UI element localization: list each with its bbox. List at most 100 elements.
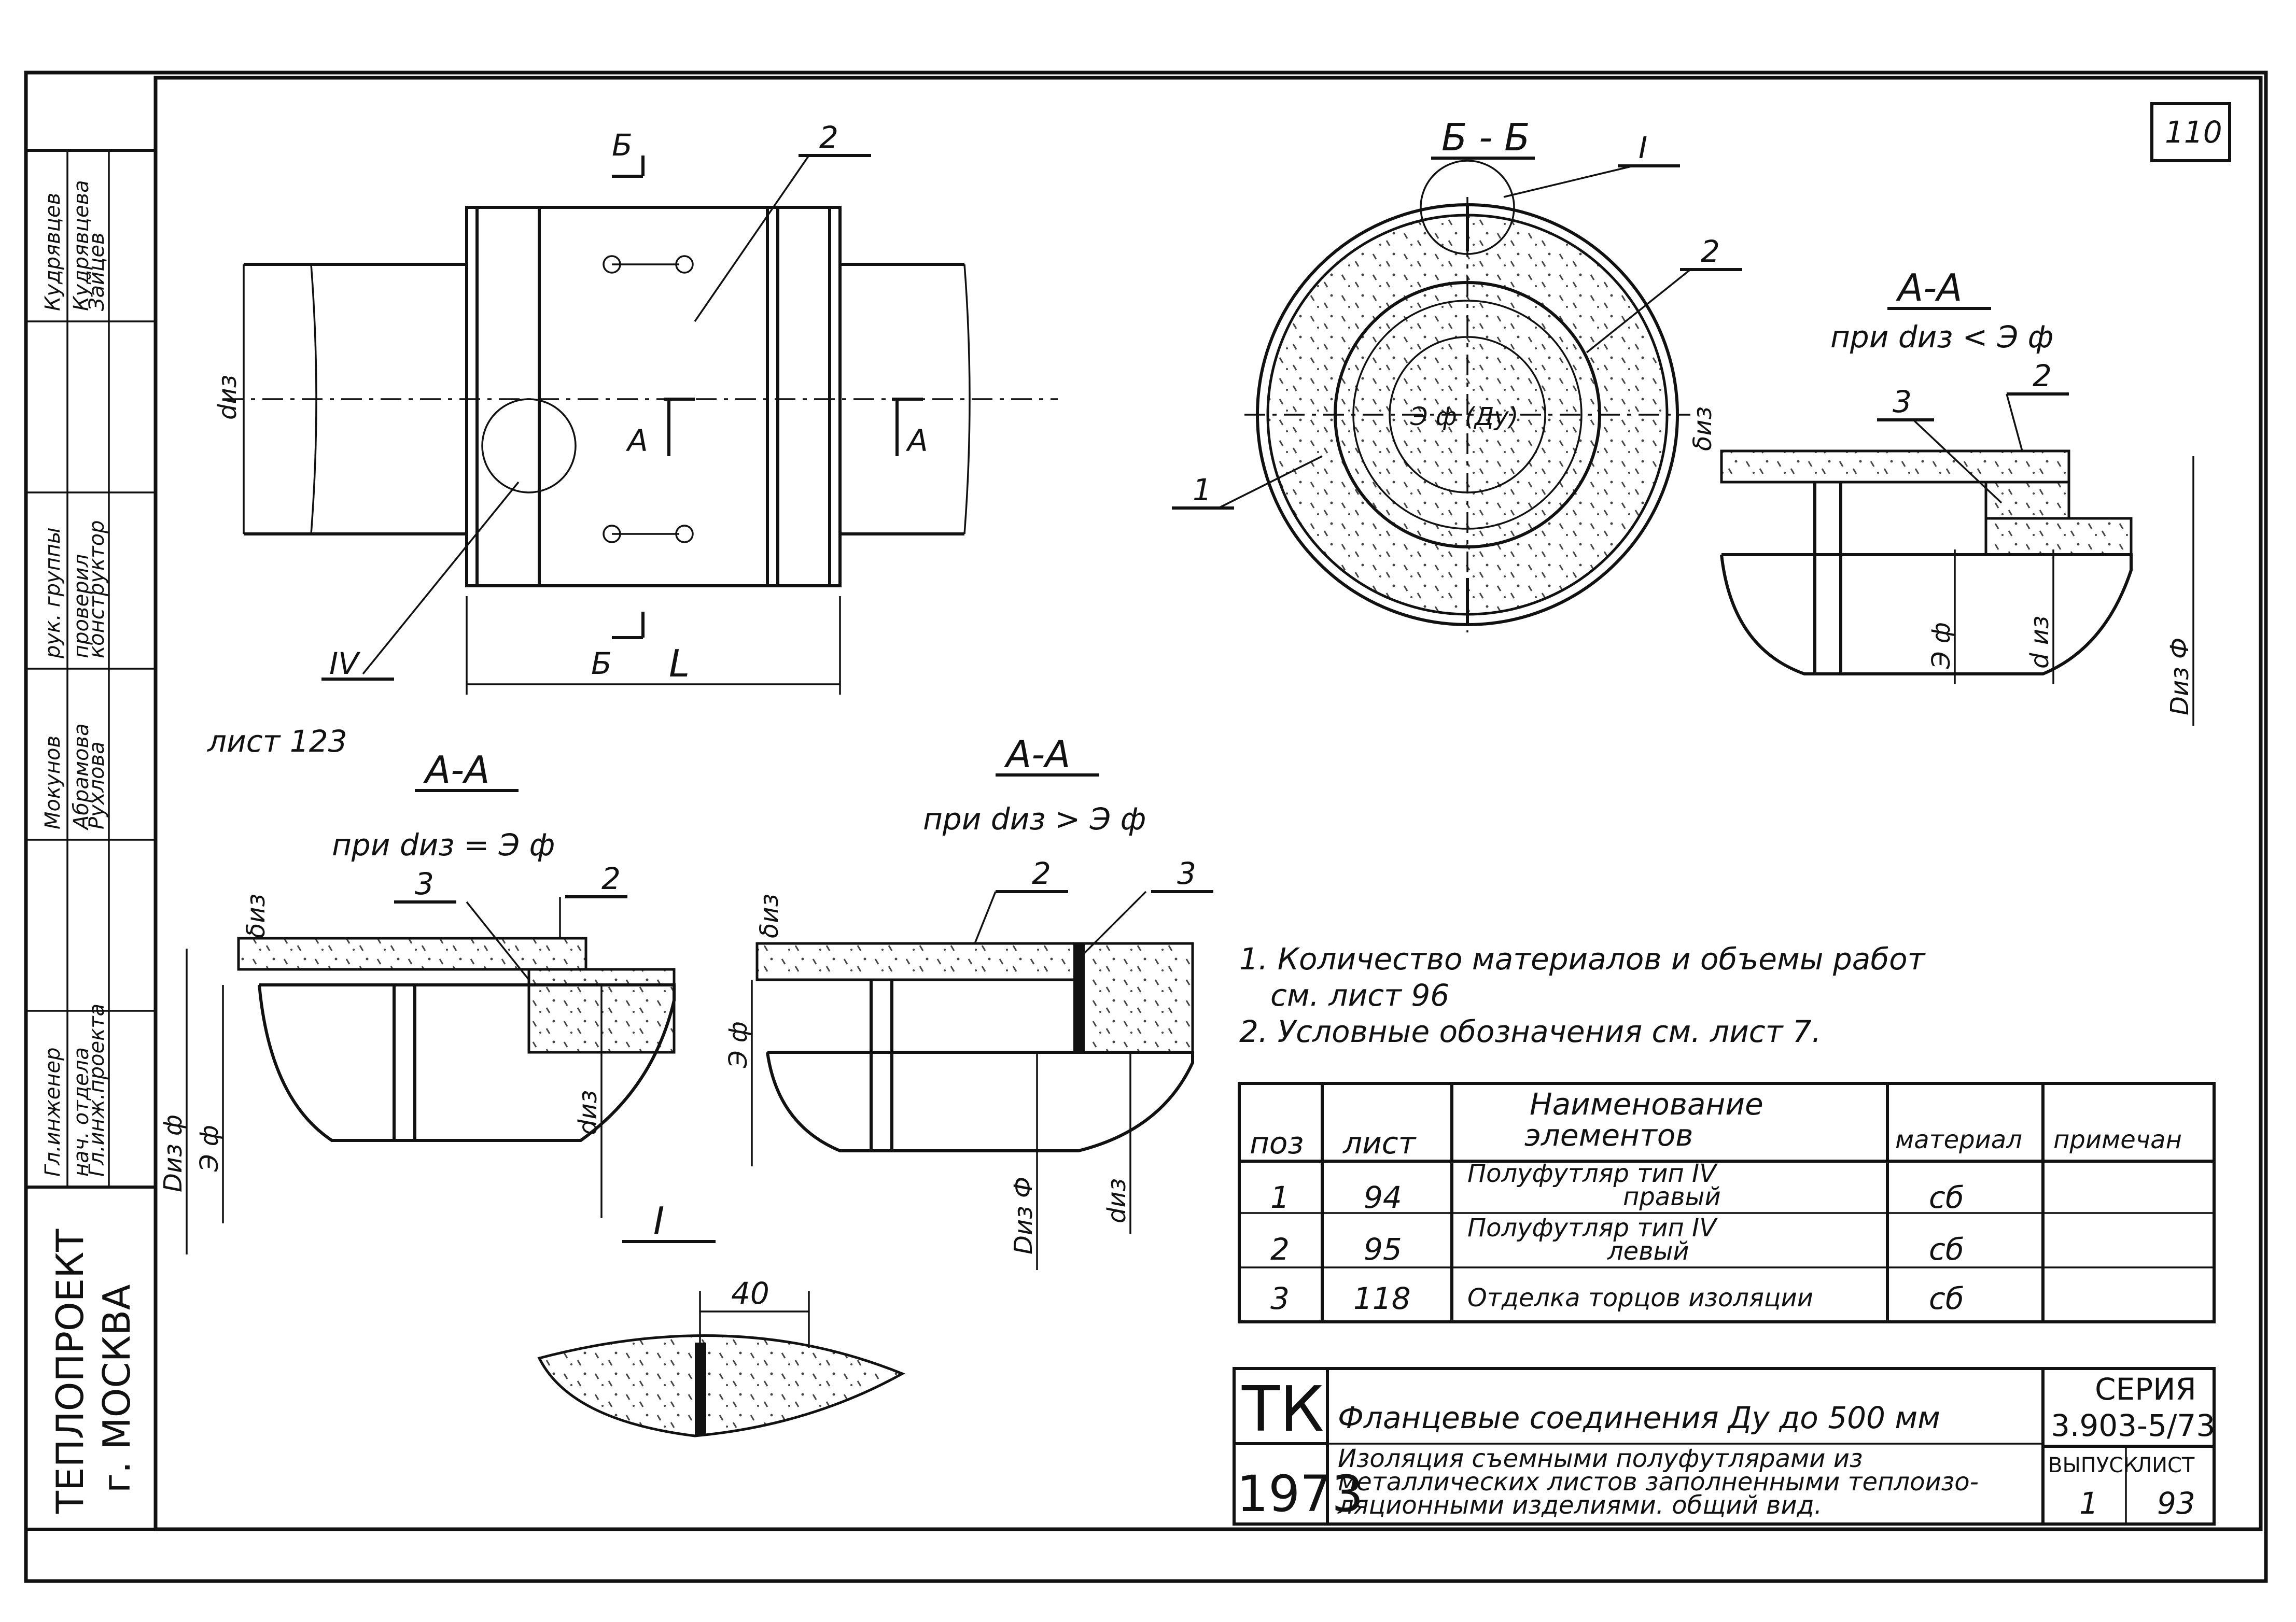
detail-i-segment xyxy=(537,1334,905,1437)
main-pos-2: 2 xyxy=(819,120,838,155)
casing-body xyxy=(465,206,842,587)
note-1-line-2: см. лист 96 xyxy=(1270,978,1449,1013)
detail-i-title: I xyxy=(653,1199,664,1243)
issue-value: 1 xyxy=(2079,1486,2098,1521)
row-2-sheet: 95 xyxy=(1364,1232,1402,1267)
section-a-label-left: А xyxy=(625,423,648,458)
row-3-sheet: 118 xyxy=(1353,1281,1411,1316)
table-row: 1 94 Полуфутляр тип IV правый сб xyxy=(1270,1159,1964,1215)
spec-table: поз лист Наименование элементов материал… xyxy=(1238,1082,2216,1323)
callout-iv-circle xyxy=(481,398,577,493)
section-aa-lt-title: А-А xyxy=(1896,266,1963,309)
section-aa-gt-end-plate xyxy=(1073,943,1085,1052)
col-name-1: Наименование xyxy=(1530,1087,1763,1122)
col-note: примечан xyxy=(2053,1125,2182,1154)
sheet-reference: лист 123 xyxy=(207,724,347,759)
sheet-value: 93 xyxy=(2157,1486,2195,1521)
section-aa-gt: А-А при dиз > Э ф 2 3 δиз Э ф Dиз Ф dиз xyxy=(724,732,1213,1270)
section-aa-lt-ef: Э ф xyxy=(1927,622,1956,669)
detail-i-dim: 40 xyxy=(731,1276,769,1311)
section-aa-gt-pos-3: 3 xyxy=(1177,856,1196,891)
name-2: Кудрявцева xyxy=(69,180,93,311)
name-4: Мокунов xyxy=(41,736,65,829)
table-row: 2 95 Полуфутляр тип IV левый сб xyxy=(1270,1214,1964,1267)
corner-sheet-number: 110 xyxy=(2165,115,2222,150)
title-line-2: Изоляция съемными полуфутлярами из xyxy=(1338,1444,1863,1473)
title-line-1: Фланцевые соединения Ду до 500 мм xyxy=(1338,1400,1940,1435)
section-aa-eq-pos-3: 3 xyxy=(415,866,434,901)
table-row: 3 118 Отделка торцов изоляции сб xyxy=(1270,1281,1964,1316)
row-1-name-2: правый xyxy=(1623,1182,1721,1211)
row-2-name-1: Полуфутляр тип IV xyxy=(1467,1214,1718,1243)
section-bb-title: Б - Б xyxy=(1441,116,1530,159)
pos-2-leader xyxy=(694,155,810,322)
section-aa-gt-subtitle: при dиз > Э ф xyxy=(923,801,1146,837)
section-a-label-right: А xyxy=(905,423,928,458)
section-aa-lt-siz: δиз xyxy=(1688,406,1717,451)
section-aa-gt-casing xyxy=(755,942,1080,981)
section-aa-lt-pos-3: 3 xyxy=(1893,384,1912,419)
section-aa-gt-pos-2: 2 xyxy=(1032,856,1051,891)
section-b-label-top: Б xyxy=(612,128,633,163)
issue-label: ВЫПУСК xyxy=(2048,1454,2138,1477)
section-aa-eq-title: А-А xyxy=(423,748,490,792)
pipe-left xyxy=(244,263,467,535)
section-aa-gt-diz: dиз xyxy=(1102,1178,1131,1223)
title-block: ТК 1973 Фланцевые соединения Ду до 500 м… xyxy=(1233,1367,2216,1526)
role-group-head: рук. группы xyxy=(41,527,65,659)
side-stamp: Гл.инженер нач. отдела Гл.инж.проекта ру… xyxy=(24,149,157,1531)
row-3-pos: 3 xyxy=(1270,1281,1290,1316)
section-bb-inner-label: Э ф (Ду) xyxy=(1410,402,1518,431)
role-department-head: нач. отдела xyxy=(69,1047,93,1177)
section-b-marker-bottom xyxy=(612,612,645,639)
row-1-sheet: 94 xyxy=(1364,1180,1402,1215)
dim-length-label: L xyxy=(669,642,690,685)
section-aa-gt-title: А-А xyxy=(1004,732,1071,776)
series-label: СЕРИЯ xyxy=(2095,1372,2196,1407)
section-aa-lt-diz: d из xyxy=(2025,616,2054,669)
row-3-material: сб xyxy=(1929,1281,1964,1316)
col-material: материал xyxy=(1895,1125,2022,1154)
section-b-marker-top xyxy=(612,156,645,178)
note-2: 2. Условные обозначения см. лист 7. xyxy=(1239,1014,1821,1049)
series-value: 3.903-5/73 xyxy=(2051,1408,2215,1443)
detail-i-dim-line xyxy=(699,1291,810,1348)
name-6: Рухлова xyxy=(85,741,109,829)
role-checker: проверил xyxy=(69,554,93,658)
name-5: Абрамова xyxy=(69,723,93,831)
section-aa-lt-dizbig: Dиз Ф xyxy=(2165,638,2194,715)
section-bb: Б - Б I 2 1 Э ф (Ду) xyxy=(1172,116,1742,632)
row-2-name-2: левый xyxy=(1607,1237,1689,1266)
pipe-right xyxy=(840,263,964,535)
section-aa-gt-ef: Э ф xyxy=(724,1021,753,1068)
section-aa-eq: А-А при dиз = Э ф 3 2 δиз Dиз ф Э ф dиз xyxy=(159,748,676,1254)
row-3-name: Отделка торцов изоляции xyxy=(1467,1284,1813,1313)
corner-sheet-box: 110 xyxy=(2150,102,2231,162)
section-bb-callout-i: I xyxy=(1639,130,1647,165)
note-1-line-1: 1. Количество материалов и объемы работ xyxy=(1239,941,1926,977)
notes: 1. Количество материалов и объемы работ … xyxy=(1239,941,1926,1049)
section-aa-eq-pos-2: 2 xyxy=(601,861,621,896)
role-chief-project-engineer: Гл.инж.проекта xyxy=(85,1004,109,1177)
section-aa-eq-subtitle: при dиз = Э ф xyxy=(332,827,555,863)
section-aa-eq-diz: dиз xyxy=(573,1090,603,1135)
dim-diameter-label: dиз xyxy=(213,375,242,420)
row-2-material: сб xyxy=(1929,1232,1964,1267)
section-bb-pos-2: 2 xyxy=(1701,234,1720,269)
title-line-3: металлических листов заполненными теплои… xyxy=(1338,1468,1979,1497)
clamp-lines xyxy=(612,263,679,535)
col-pos: поз xyxy=(1250,1125,1304,1161)
row-1-name-1: Полуфутляр тип IV xyxy=(1467,1159,1718,1188)
callout-iv-leader xyxy=(362,481,520,675)
section-aa-lt-pos-2: 2 xyxy=(2033,358,2052,393)
callout-iv-label: IV xyxy=(329,646,361,681)
main-view: IV лист 123 2 Б Б А А L dиз xyxy=(207,120,1058,759)
section-aa-lt-subtitle: при dиз < Э ф xyxy=(1830,319,2053,355)
name-1: Кудрявцев xyxy=(41,193,65,311)
callout-i-circle xyxy=(1420,160,1515,255)
section-bb-pos-1: 1 xyxy=(1193,472,1212,507)
title-block-tk: ТК xyxy=(1241,1374,1324,1446)
section-aa-gt-dizf: Dиз Ф xyxy=(1009,1177,1038,1254)
title-line-4: ляционными изделиями. общий вид. xyxy=(1337,1491,1822,1520)
